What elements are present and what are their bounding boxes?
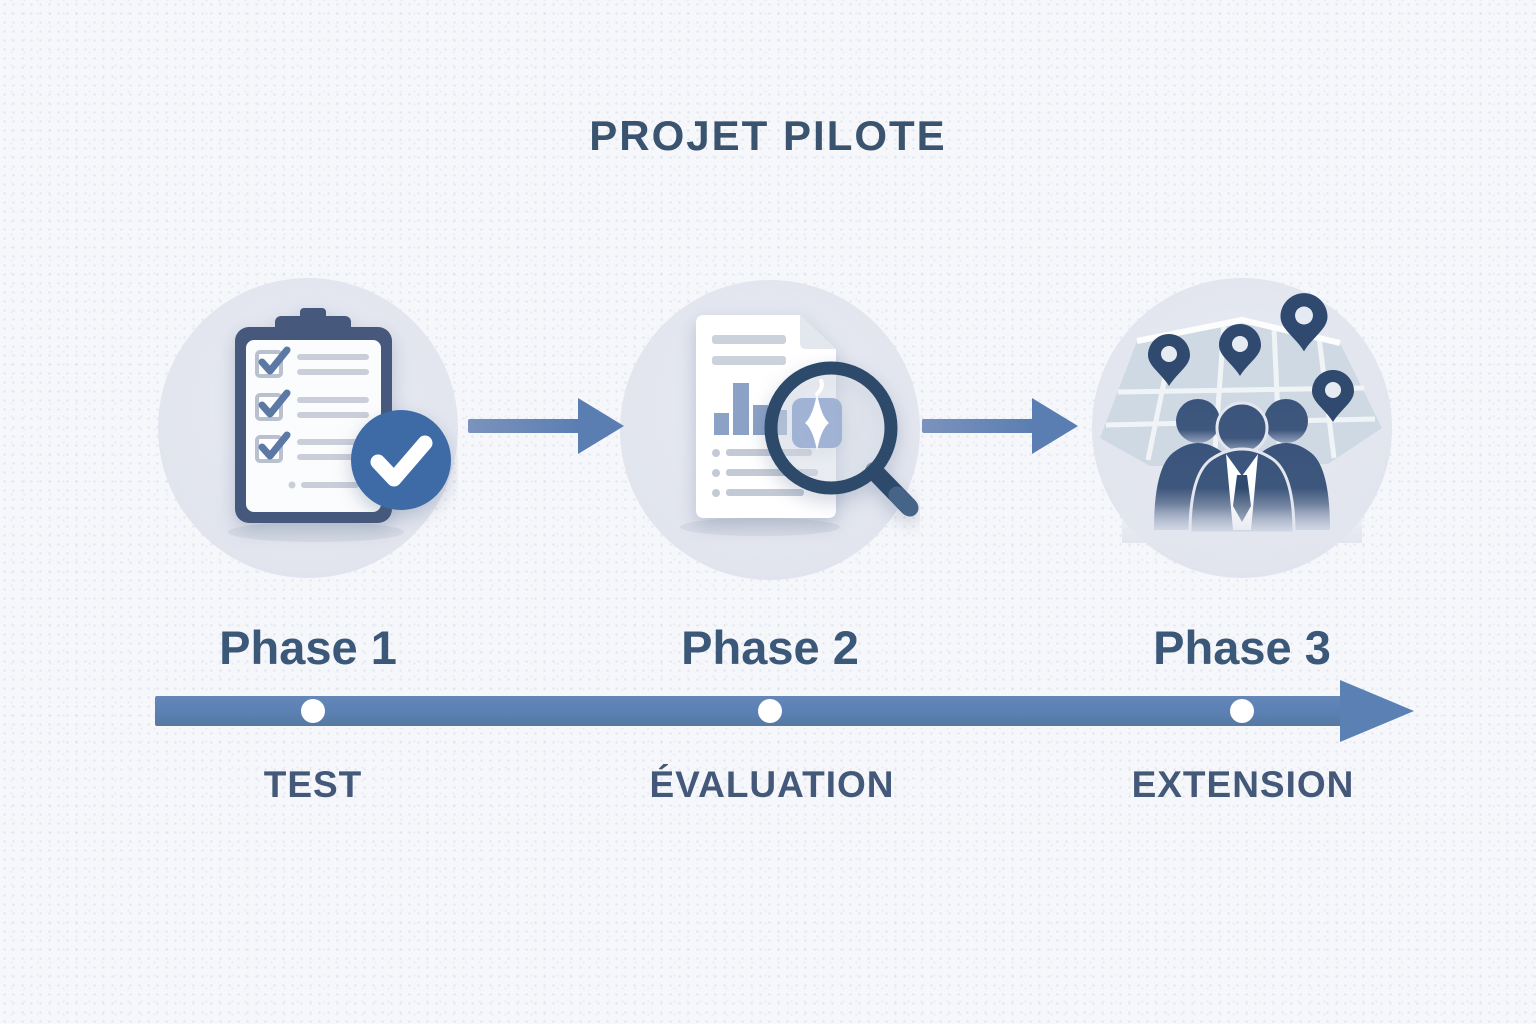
phase-2-label: Phase 2: [681, 621, 859, 674]
phase-2-caption: ÉVALUATION: [649, 764, 895, 805]
phase-2-icon-circle: [620, 280, 920, 580]
arrow-shaft: [468, 419, 580, 433]
arrow-phase2-to-phase3: [922, 398, 1078, 454]
arrow-phase1-to-phase2: [468, 398, 624, 454]
phase-3-icon-circle: [1092, 278, 1392, 578]
report-magnifier-icon: [680, 315, 919, 536]
phase-1-caption: TEST: [263, 764, 363, 805]
arrow-shaft: [922, 419, 1034, 433]
arrow-head-icon: [1032, 398, 1078, 454]
page-title: PROJET PILOTE: [589, 112, 947, 159]
phase-3-caption: EXTENSION: [1131, 764, 1355, 805]
check-badge-icon: [351, 410, 451, 510]
timeline-arrowhead-icon: [1340, 680, 1414, 742]
phase-1-label: Phase 1: [219, 621, 397, 674]
timeline-milestone-dot-3: [1230, 699, 1254, 723]
timeline-bar: [155, 696, 1343, 726]
magnifier-glass-icon: [764, 361, 919, 517]
timeline-milestone-dot-2: [758, 699, 782, 723]
checklist-clipboard-icon: [228, 308, 451, 542]
location-pins-icon: [1148, 293, 1354, 422]
arrow-head-icon: [578, 398, 624, 454]
phase-1-icon-circle: [158, 278, 458, 578]
map-team-pins-icon: [1100, 293, 1382, 543]
timeline-milestone-dot-1: [301, 699, 325, 723]
phase-3-label: Phase 3: [1153, 621, 1331, 674]
